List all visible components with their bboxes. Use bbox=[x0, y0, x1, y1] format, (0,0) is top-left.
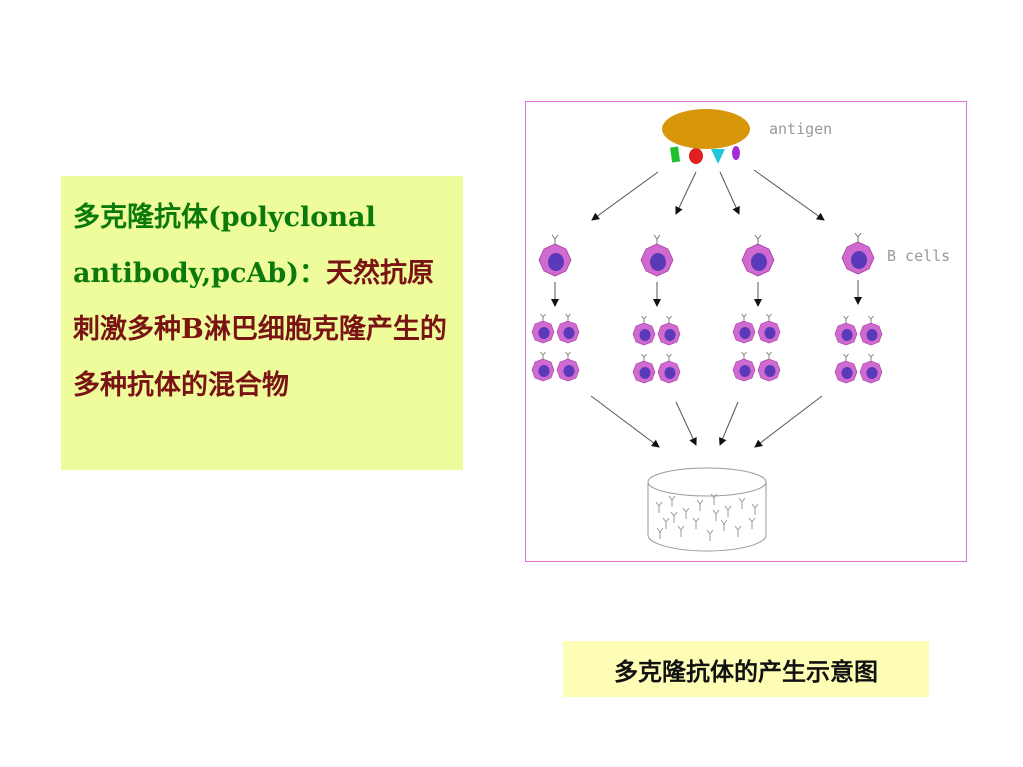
definition-term: 多克隆抗体(polyclonal antibody,pcAb)： bbox=[73, 202, 376, 289]
antigen-label: antigen bbox=[769, 120, 832, 138]
definition-body: 天然抗原刺激多种B淋巴细胞克隆产生的多种抗体的混合物 bbox=[73, 258, 447, 401]
antibody-mixture-icon bbox=[647, 467, 767, 552]
arrows-to-bcells bbox=[591, 169, 825, 221]
figure-caption: 多克隆抗体的产生示意图 bbox=[563, 641, 929, 697]
antibody-diagram: antigen B cells bbox=[525, 101, 967, 562]
antigen-icon bbox=[662, 109, 750, 164]
arrows-to-mixture bbox=[590, 395, 823, 448]
b-cell-row bbox=[538, 232, 875, 277]
diagram-canvas: antigen B cells bbox=[531, 109, 950, 552]
definition-box: 多克隆抗体(polyclonal antibody,pcAb)：天然抗原刺激多种… bbox=[61, 176, 463, 470]
bcells-label: B cells bbox=[887, 247, 950, 265]
arrows-to-clones bbox=[551, 280, 862, 307]
clone-groups bbox=[531, 313, 883, 384]
